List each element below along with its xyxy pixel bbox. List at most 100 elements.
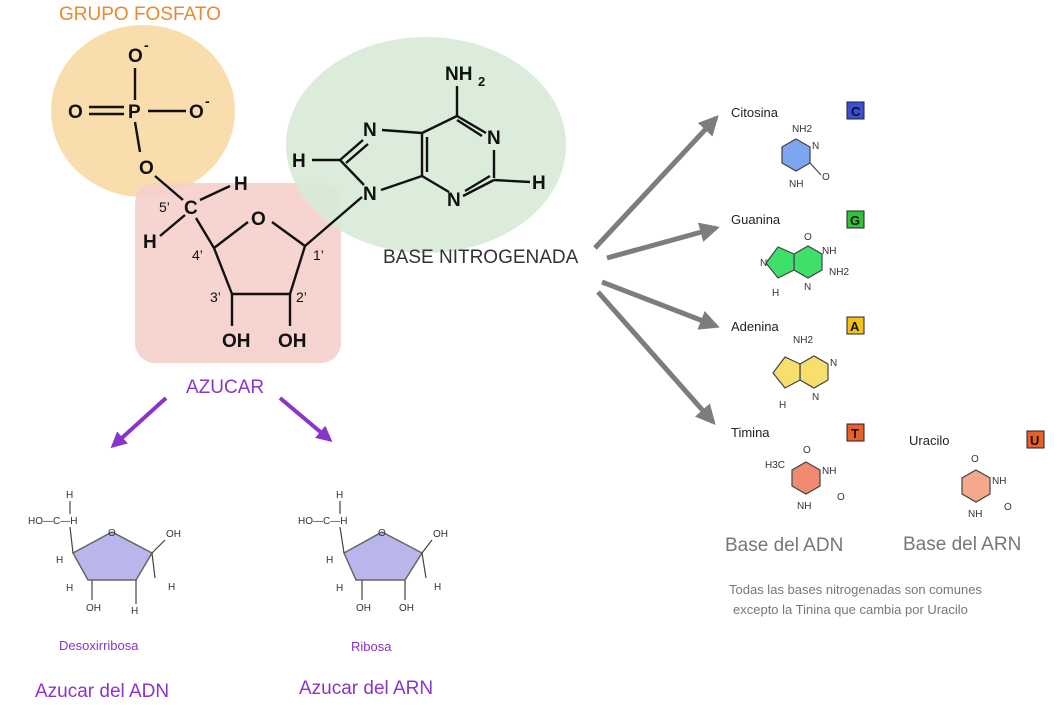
svg-text:NH: NH (789, 179, 803, 190)
svg-text:H: H (336, 490, 343, 501)
svg-text:G: G (850, 213, 860, 228)
svg-text:C: C (184, 198, 198, 219)
svg-text:O: O (803, 445, 811, 456)
svg-text:H: H (234, 174, 248, 195)
svg-text:H: H (434, 582, 441, 593)
svg-text:O: O (139, 158, 154, 179)
svg-text:O: O (822, 172, 830, 183)
deoxyribose-label: Desoxirribosa (59, 638, 139, 653)
dna-base-label: Base del ADN (725, 535, 843, 556)
svg-text:NH2: NH2 (829, 267, 849, 278)
svg-text:H: H (143, 232, 157, 253)
base-uracil: Uracilo U O NH O NH (909, 430, 1045, 520)
svg-text:NH2: NH2 (792, 124, 812, 135)
svg-text:OH: OH (222, 331, 251, 352)
rna-sugar-label: Azucar del ARN (299, 678, 433, 699)
svg-text:HO—C—H: HO—C—H (28, 516, 77, 527)
svg-text:O: O (804, 232, 812, 243)
svg-text:O: O (189, 102, 204, 123)
svg-text:OH: OH (433, 529, 448, 540)
deoxyribose-structure: H HO—C—H O OH H H H H OH (28, 490, 181, 617)
dna-sugar-label: Azucar del ADN (35, 681, 169, 702)
svg-text:H: H (532, 173, 546, 194)
svg-text:OH: OH (278, 331, 307, 352)
ribose-label: Ribosa (351, 639, 392, 654)
svg-text:O: O (1004, 502, 1012, 513)
svg-text:4’: 4’ (192, 247, 203, 263)
svg-text:NH: NH (822, 246, 836, 257)
phosphate-highlight (51, 25, 235, 197)
svg-text:T: T (851, 426, 859, 441)
svg-text:NH2: NH2 (793, 335, 813, 346)
ribose-structure: H HO—C—H O OH H H H OH OH (298, 490, 448, 614)
svg-text:H3C: H3C (765, 460, 785, 471)
base-cytosine: Citosina C NH2 N O NH (731, 101, 865, 190)
svg-text:N: N (363, 120, 377, 141)
svg-text:A: A (850, 319, 860, 334)
svg-text:N: N (812, 141, 819, 152)
note-line-1: Todas las bases nitrogenadas son comunes (729, 582, 982, 597)
svg-text:OH: OH (86, 603, 101, 614)
svg-text:N: N (487, 128, 501, 149)
svg-text:NH: NH (822, 466, 836, 477)
svg-text:H: H (56, 555, 63, 566)
svg-text:H: H (168, 582, 175, 593)
svg-text:2: 2 (478, 74, 485, 89)
svg-text:Uracilo: Uracilo (909, 433, 949, 448)
svg-text:Guanina: Guanina (731, 212, 781, 227)
rna-base-label: Base del ARN (903, 534, 1021, 555)
nitrogen-base-label: BASE NITROGENADA (383, 247, 579, 268)
svg-text:-: - (205, 93, 210, 109)
svg-text:N: N (812, 392, 819, 403)
svg-text:NH: NH (992, 476, 1006, 487)
svg-text:O: O (68, 102, 83, 123)
svg-text:1’: 1’ (313, 247, 324, 263)
svg-text:N: N (447, 190, 461, 211)
svg-text:3’: 3’ (210, 289, 221, 305)
note-line-2: excepto la Tinina que cambia por Uracilo (733, 602, 968, 617)
sugar-label: AZUCAR (186, 377, 264, 398)
svg-text:O: O (108, 528, 116, 539)
base-arrows (593, 115, 720, 425)
svg-text:H: H (66, 583, 73, 594)
svg-text:NH: NH (445, 64, 472, 85)
svg-text:OH: OH (399, 603, 414, 614)
svg-text:N: N (363, 184, 377, 205)
base-thymine: Timina T O NH O H3C NH (731, 423, 865, 512)
adenine-structure: NH 2 N N H N N H (292, 64, 546, 211)
svg-text:NH: NH (968, 509, 982, 520)
svg-text:C: C (851, 104, 861, 119)
svg-text:H: H (772, 288, 779, 299)
svg-text:H: H (66, 490, 73, 501)
sugar-arrows (110, 396, 333, 449)
svg-text:O: O (128, 46, 143, 67)
svg-text:-: - (144, 37, 149, 53)
base-adenine: Adenina A NH2 N N H (731, 316, 865, 411)
phosphate-structure: O - O P O - O (68, 37, 210, 201)
svg-text:2’: 2’ (296, 289, 307, 305)
svg-text:Citosina: Citosina (731, 105, 779, 120)
svg-text:Adenina: Adenina (731, 319, 779, 334)
svg-text:O: O (378, 528, 386, 539)
svg-text:O: O (971, 454, 979, 465)
svg-text:OH: OH (356, 603, 371, 614)
base-guanine: Guanina G O NH NH2 N N H (731, 210, 865, 299)
sugar-structure: 5’ C H H O 4’ 1’ 3’ 2’ OH OH (143, 174, 363, 352)
svg-text:H: H (779, 400, 786, 411)
svg-text:H: H (292, 151, 306, 172)
svg-text:NH: NH (797, 501, 811, 512)
svg-text:HO—C—H: HO—C—H (298, 516, 347, 527)
svg-text:P: P (128, 102, 141, 123)
svg-text:OH: OH (166, 529, 181, 540)
svg-text:5’: 5’ (159, 199, 170, 215)
phosphate-group-label: GRUPO FOSFATO (59, 4, 221, 25)
svg-text:Timina: Timina (731, 425, 770, 440)
svg-text:H: H (326, 555, 333, 566)
svg-text:H: H (131, 606, 138, 617)
svg-text:N: N (804, 282, 811, 293)
svg-text:O: O (837, 492, 845, 503)
svg-text:O: O (251, 209, 266, 230)
svg-text:H: H (336, 583, 343, 594)
svg-text:U: U (1030, 433, 1039, 448)
